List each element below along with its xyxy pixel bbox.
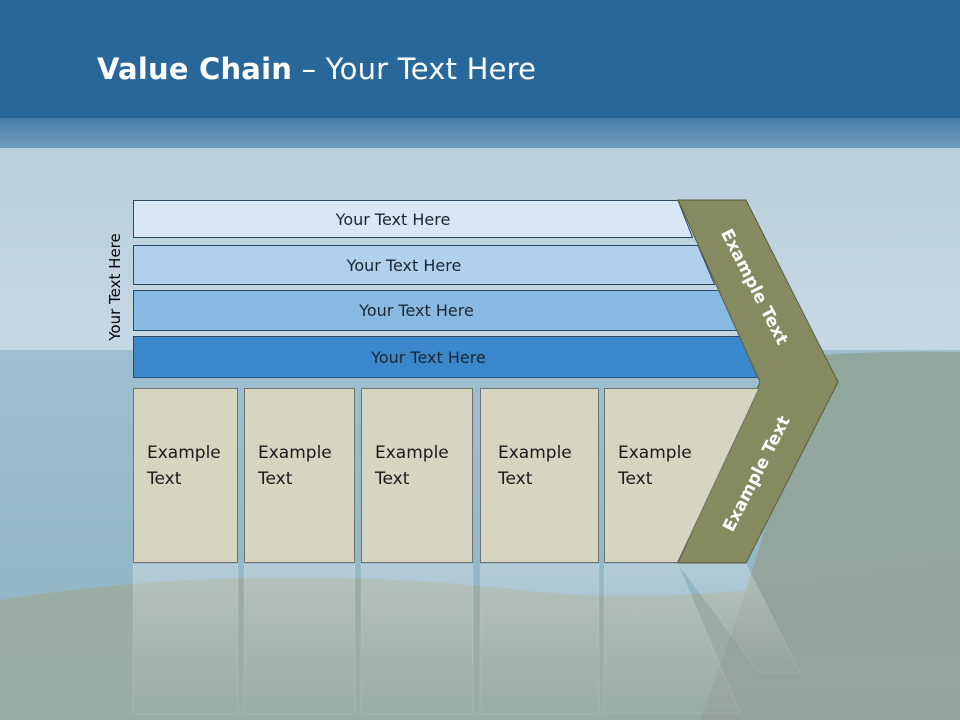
example-box-2-line2: Text [258,469,293,489]
slide-title: Value Chain – Your Text Here [97,52,536,86]
example-box-5-line1: Example [618,443,692,463]
title-bold: Value Chain [97,52,293,86]
reflection [132,563,801,715]
stack-row-3-label: Your Text Here [359,301,474,320]
example-box-3-line1: Example [375,443,449,463]
example-box-4-line1: Example [498,443,572,463]
example-box-5-line2: Text [618,469,653,489]
example-box-3-line2: Text [375,469,410,489]
stack-row-4: Your Text Here [133,336,764,378]
stack-row-2: Your Text Here [133,245,715,285]
stack-row-1-label: Your Text Here [335,209,451,229]
stack-row-1: Your Text Here [133,200,693,238]
example-box-2-line1: Example [258,443,332,463]
example-box-1-line1: Example [147,443,221,463]
stack-row-4-label: Your Text Here [371,347,486,367]
stack-row-3: Your Text Here [133,290,740,331]
title-rest: – Your Text Here [292,52,537,86]
example-box-4-line2: Text [498,469,533,489]
example-box-1-line2: Text [147,469,182,489]
stack-row-2-label: Your Text Here [346,255,462,275]
